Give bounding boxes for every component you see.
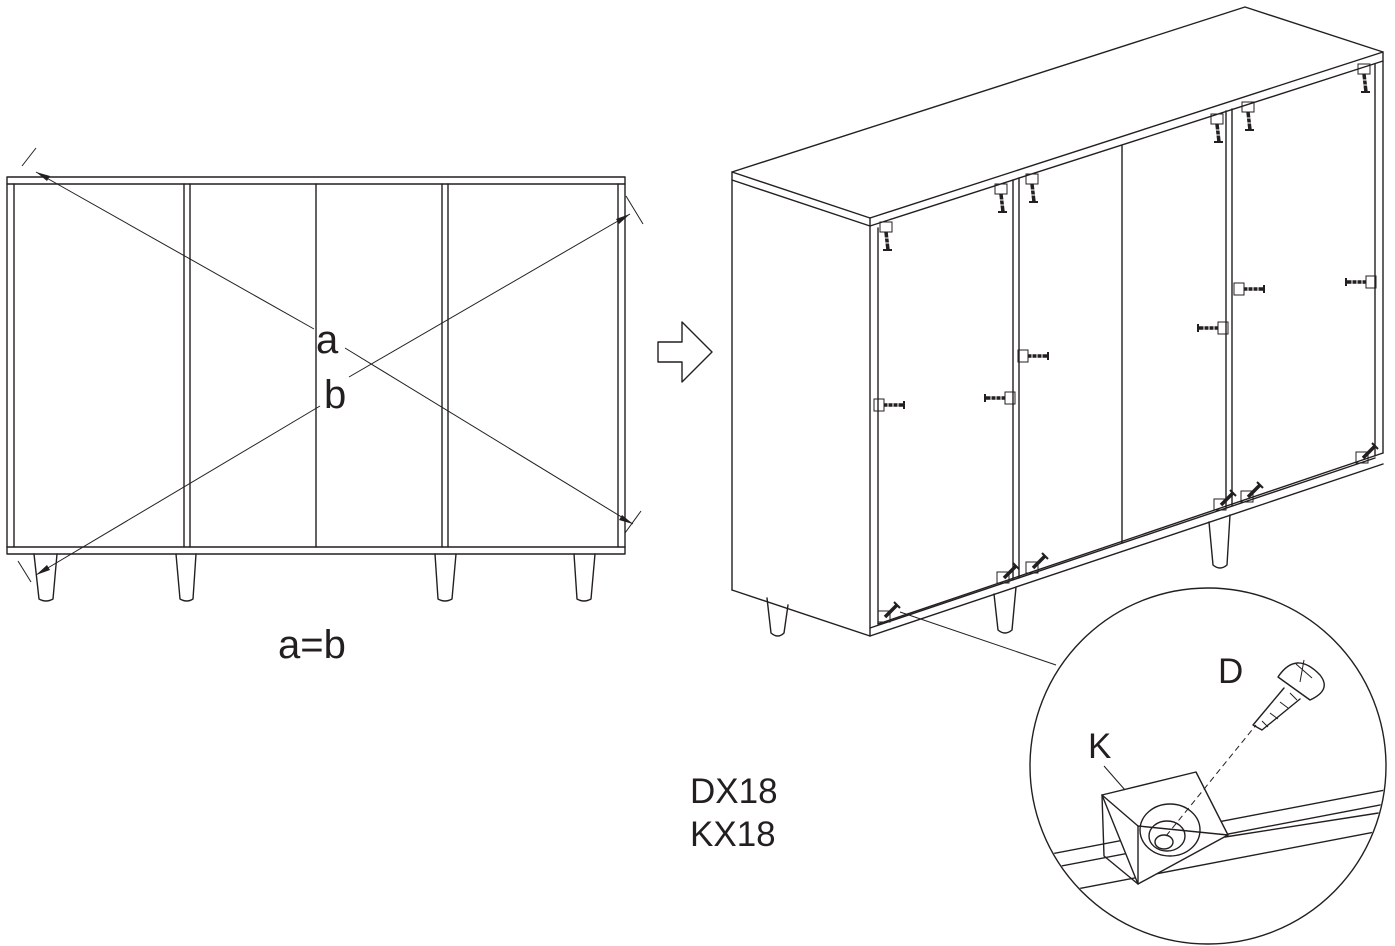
leg-1 — [33, 553, 58, 602]
arrow-right-outline-icon — [657, 321, 713, 383]
screw-icon — [1252, 659, 1325, 731]
top-surface — [731, 6, 1384, 219]
bracket-leader — [1103, 765, 1126, 791]
top-board — [6, 176, 626, 185]
diagonal-a — [21, 147, 642, 534]
qty-bracket-k: KX18 — [690, 815, 776, 854]
diagonal-b — [17, 195, 644, 583]
bracket-screw-set — [872, 62, 1380, 624]
equation-a-equals-b: a=b — [278, 623, 346, 667]
label-b: b — [324, 373, 346, 417]
detail-callout — [1029, 587, 1387, 945]
qty-screw-d: DX18 — [690, 772, 778, 811]
detail-circle — [1029, 587, 1387, 945]
iso-leg-1 — [766, 597, 789, 637]
label-bracket-k: K — [1088, 727, 1111, 766]
label-a: a — [316, 318, 339, 362]
bottom-board — [6, 546, 626, 555]
isometric-cabinet — [731, 6, 1384, 637]
callout-leader — [899, 611, 1057, 666]
leg-2 — [175, 553, 197, 602]
leg-3 — [434, 553, 457, 602]
front-view-cabinet — [6, 176, 626, 602]
leg-4 — [573, 553, 596, 602]
label-screw-d: D — [1218, 652, 1243, 691]
iso-leg-3 — [1208, 514, 1231, 569]
iso-leg-2 — [993, 586, 1017, 634]
